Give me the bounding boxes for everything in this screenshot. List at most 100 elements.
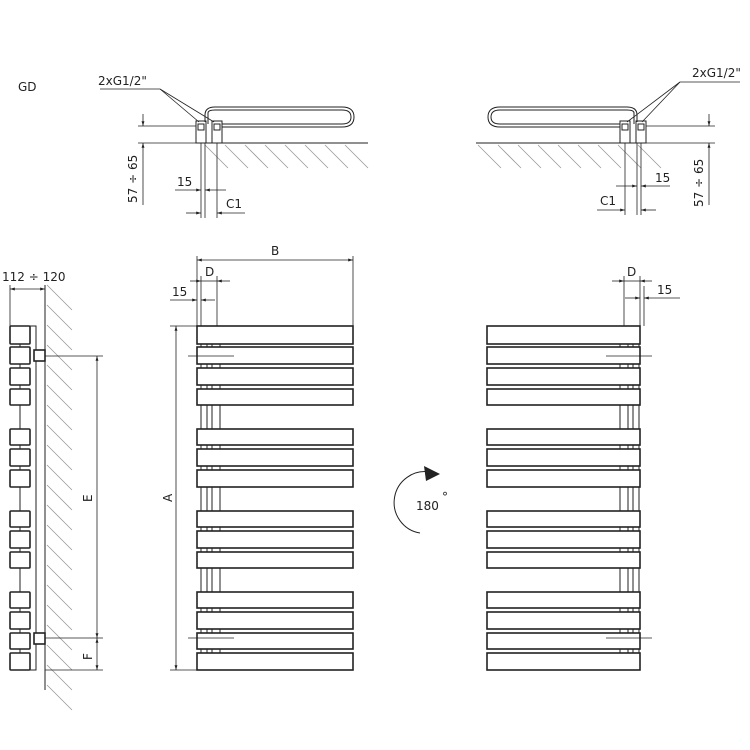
towel-bar-side — [9, 325, 31, 345]
wall-hatch — [617, 144, 642, 169]
wall-hatch — [304, 144, 329, 169]
dimension-e: E — [81, 494, 95, 502]
towel-bar-side — [9, 448, 31, 467]
title-gd: GD — [18, 80, 37, 94]
towel-bar-rear — [486, 346, 641, 365]
dimension-b: B — [271, 244, 279, 258]
wall-hatch — [324, 144, 349, 169]
wall-hatch — [344, 144, 369, 169]
towel-bar-side — [9, 346, 31, 365]
wall-hatch — [46, 324, 73, 351]
wall-hatch — [204, 144, 229, 169]
towel-bar-front — [196, 652, 354, 671]
towel-bar-rear — [486, 591, 641, 609]
towel-bar-front — [196, 325, 354, 345]
wall-hatch — [46, 524, 73, 551]
offset-15-front: 15 — [172, 285, 187, 299]
wall-hatch — [46, 624, 73, 651]
wall-hatch — [224, 144, 249, 169]
wall-hatch — [477, 144, 502, 169]
height-range-left: 57 ÷ 65 — [126, 155, 140, 203]
connection-label-left: 2xG1/2" — [98, 74, 147, 88]
towel-bar-front — [196, 469, 354, 488]
towel-bar-front — [196, 530, 354, 549]
towel-bar-side — [9, 510, 31, 528]
towel-bar-rear — [486, 611, 641, 630]
towel-bar-front — [196, 388, 354, 406]
towel-bar-side — [9, 591, 31, 609]
towel-bar-side — [9, 367, 31, 386]
towel-bar-front — [196, 510, 354, 528]
towel-bar-front — [196, 448, 354, 467]
wall-hatch — [284, 144, 309, 169]
wall-hatch — [46, 604, 73, 631]
rotation-arrow-icon — [393, 471, 431, 534]
wall-hatch — [46, 644, 73, 671]
height-range-right: 57 ÷ 65 — [692, 159, 706, 207]
rotation-label: 180 — [416, 499, 439, 513]
towel-bar-side — [9, 652, 31, 671]
towel-bar-rear — [486, 652, 641, 671]
towel-bar-front — [196, 551, 354, 569]
dimension-d-rear: D — [627, 265, 636, 279]
wall-hatch — [46, 344, 73, 371]
towel-bar-side — [9, 551, 31, 569]
towel-bar-front — [196, 367, 354, 386]
towel-bar-front — [196, 632, 354, 650]
towel-bar-rear — [486, 388, 641, 406]
c1-label-right: C1 — [600, 194, 616, 208]
wall-hatch — [46, 284, 73, 311]
depth-range-label: 112 ÷ 120 — [2, 270, 66, 284]
towel-bar-rear — [486, 469, 641, 488]
towel-bar-front — [196, 346, 354, 365]
towel-bar-side — [9, 611, 31, 630]
wall-hatch — [46, 484, 73, 511]
towel-bar-rear — [486, 325, 641, 345]
offset-15-left: 15 — [177, 175, 192, 189]
wall-hatch — [46, 684, 73, 711]
towel-bar-rear — [486, 448, 641, 467]
offset-15-right: 15 — [655, 171, 670, 185]
rear-view: D 15 — [486, 265, 680, 671]
offset-15-rear: 15 — [657, 283, 672, 297]
wall-hatch — [637, 144, 662, 169]
connection-label-right: 2xG1/2" — [692, 66, 741, 80]
wall-hatch — [46, 464, 73, 491]
wall-hatch — [537, 144, 562, 169]
wall-hatch — [46, 504, 73, 531]
towel-bar-side — [9, 428, 31, 446]
rotation-indicator: 180 ° — [393, 466, 448, 534]
top-view-left: 2xG1/2" 57 ÷ 65 15 C1 — [98, 74, 369, 218]
wall-hatch — [497, 144, 522, 169]
wall-hatch — [46, 664, 73, 691]
towel-bar-front — [196, 428, 354, 446]
wall-hatch — [46, 444, 73, 471]
dimension-d-front: D — [205, 265, 214, 279]
towel-bar-front — [196, 611, 354, 630]
towel-bar-side — [9, 530, 31, 549]
svg-text:°: ° — [442, 490, 448, 504]
wall-hatch — [46, 584, 73, 611]
towel-bar-side — [9, 469, 31, 488]
wall-hatch — [557, 144, 582, 169]
c1-label-left: C1 — [226, 197, 242, 211]
wall-hatch — [46, 304, 73, 331]
wall-hatch — [577, 144, 602, 169]
wall-hatch — [46, 544, 73, 571]
front-view: B D 15 A — [161, 244, 354, 671]
dimension-f: F — [81, 653, 95, 660]
wall-hatch — [597, 144, 622, 169]
top-view-right: 2xG1/2" 57 ÷ 65 15 C1 — [476, 66, 741, 215]
towel-bar-rear — [486, 428, 641, 446]
wall-hatch — [264, 144, 289, 169]
towel-bar-side — [9, 632, 31, 650]
wall-hatch — [46, 424, 73, 451]
towel-bar-rear — [486, 530, 641, 549]
towel-bar-rear — [486, 510, 641, 528]
wall-hatch — [46, 564, 73, 591]
wall-hatch — [244, 144, 269, 169]
towel-bar-rear — [486, 367, 641, 386]
wall-hatch — [46, 364, 73, 391]
towel-bar-front — [196, 591, 354, 609]
